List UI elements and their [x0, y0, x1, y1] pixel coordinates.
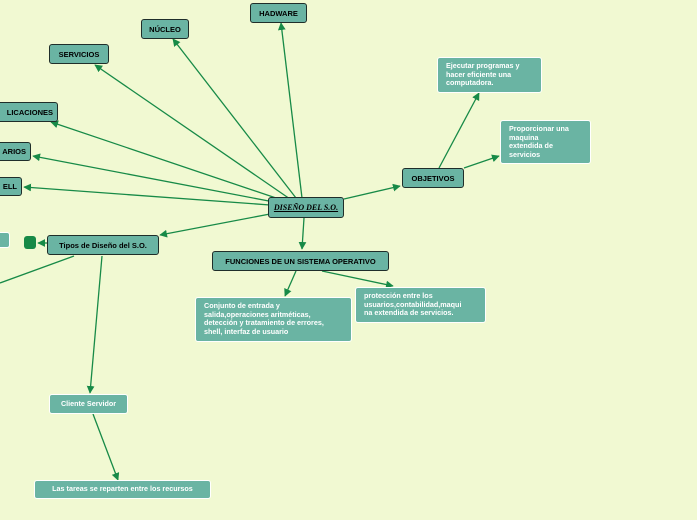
- node-center[interactable]: DISEÑO DEL S.O.: [268, 197, 344, 218]
- edge-center-aplicaciones: [50, 120, 283, 201]
- leaf-objetivo-ejecutar[interactable]: Ejecutar programas y hacer eficiente una…: [437, 57, 542, 93]
- edge-tipos-offscreen: [0, 255, 75, 284]
- leaf-recursos[interactable]: Las tareas se reparten entre los recurso…: [34, 480, 211, 499]
- node-tipos[interactable]: Tipos de Diseño del S.O.: [47, 235, 159, 255]
- collapsed-branch-marker[interactable]: [24, 236, 36, 249]
- node-nucleo[interactable]: NÚCLEO: [141, 19, 189, 39]
- leaf-funcion-proteccion[interactable]: protección entre los usuarios,contabilid…: [355, 287, 486, 323]
- edge-objetivos-obj1: [438, 92, 480, 169]
- node-funciones[interactable]: FUNCIONES DE UN SISTEMA OPERATIVO: [212, 251, 389, 271]
- edge-center-nucleo: [172, 38, 297, 199]
- leaf-objetivo-proporcionar[interactable]: Proporcionar una maquina extendida de se…: [500, 120, 591, 164]
- leaf-funcion-entrada-salida[interactable]: Conjunto de entrada y salida,operaciones…: [195, 297, 352, 342]
- edge-center-usuarios: [32, 153, 275, 203]
- edge-objetivos-obj2: [463, 154, 500, 169]
- edge-center-servicios: [94, 64, 291, 200]
- edge-center-hadware: [277, 22, 303, 199]
- edge-funciones-func1: [284, 270, 297, 297]
- edge-center-tipos: [159, 213, 271, 238]
- edge-center-objetivos: [343, 183, 401, 200]
- node-aplicaciones[interactable]: LICACIONES: [0, 102, 58, 122]
- node-hadware[interactable]: HADWARE: [250, 3, 307, 23]
- edge-funciones-func2: [321, 270, 394, 289]
- node-usuarios[interactable]: ARIOS: [0, 142, 31, 161]
- leaf-cliente-servidor[interactable]: Cliente Servidor: [49, 394, 128, 414]
- node-servicios[interactable]: SERVICIOS: [49, 44, 109, 64]
- edge-center-funciones: [298, 217, 307, 250]
- node-objetivos[interactable]: OBJETIVOS: [402, 168, 464, 188]
- edge-center-shell: [23, 183, 271, 206]
- node-shell[interactable]: ELL: [0, 177, 22, 196]
- edge-cliente-recursos: [92, 413, 120, 481]
- node-offscreen-stub[interactable]: [0, 232, 10, 248]
- edge-tipos-cliente: [86, 255, 103, 394]
